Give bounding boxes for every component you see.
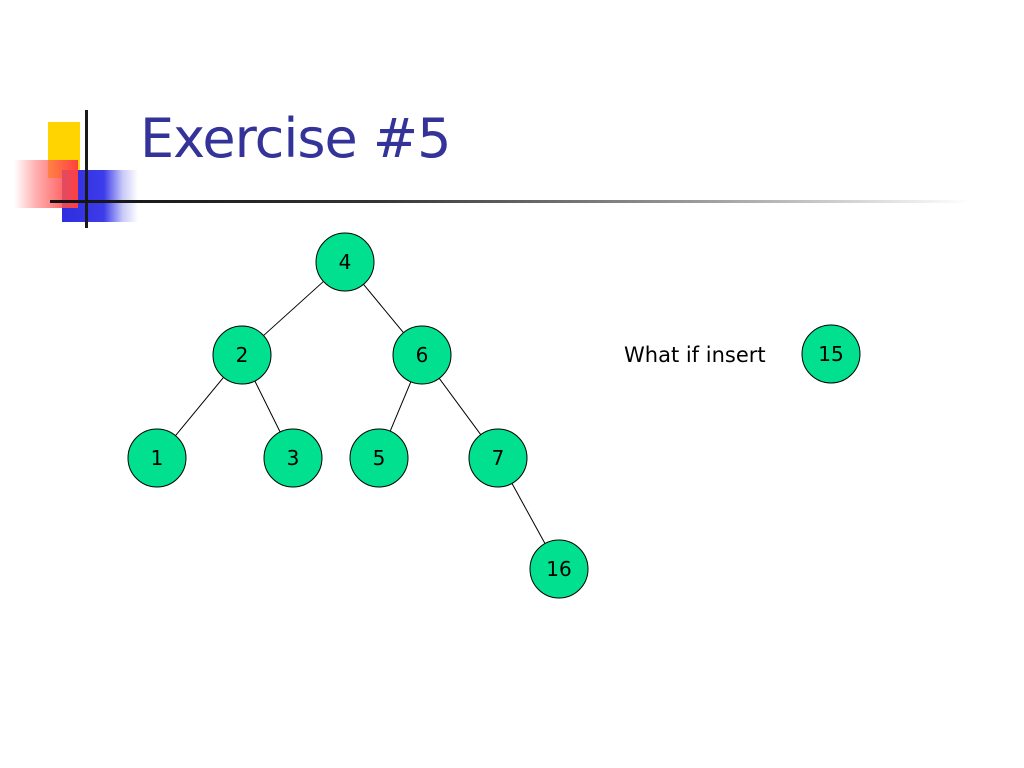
tree-node: 7: [468, 428, 528, 488]
tree-node: 2: [212, 325, 272, 385]
slide-title: Exercise #5: [140, 107, 451, 170]
node-circle: [315, 232, 375, 292]
tree-node: 1: [127, 428, 187, 488]
node-label: 4: [339, 250, 352, 274]
node-circle: [392, 325, 452, 385]
tree-node: 16: [529, 539, 589, 599]
node-label: 2: [236, 343, 249, 367]
node-label: 1: [151, 446, 164, 470]
node-circle: [127, 428, 187, 488]
node-circle: [212, 325, 272, 385]
decor-vertical-line: [85, 110, 88, 228]
node-circle: [529, 539, 589, 599]
tree-edge-n2-n3: [254, 380, 281, 433]
tree-node: 4: [315, 232, 375, 292]
tree-edge-n7-n16: [511, 483, 546, 544]
node-label: 6: [416, 343, 429, 367]
node-circle: [468, 428, 528, 488]
node-circle: [349, 428, 409, 488]
tree-edge-n6-n7: [438, 378, 482, 435]
tree-edges: [175, 281, 546, 544]
node-label: 16: [546, 557, 571, 581]
insert-node: 15: [801, 324, 861, 384]
node-label: 15: [818, 342, 843, 366]
tree-nodes: 4 2 6 1 3 5 7 16 15: [127, 232, 861, 599]
tree-node: 5: [349, 428, 409, 488]
tree-edge-n2-n1: [175, 377, 224, 436]
tree-edge-n4-n2: [263, 281, 324, 336]
tree-node: 3: [263, 428, 323, 488]
node-circle: [801, 324, 861, 384]
tree-edge-n4-n6: [363, 284, 404, 333]
node-label: 7: [492, 446, 505, 470]
node-circle: [263, 428, 323, 488]
node-label: 5: [373, 446, 386, 470]
insert-prompt: What if insert: [624, 343, 766, 367]
title-underline: [50, 200, 970, 203]
tree-node: 6: [392, 325, 452, 385]
tree-edge-n6-n5: [389, 381, 412, 432]
node-label: 3: [287, 446, 300, 470]
